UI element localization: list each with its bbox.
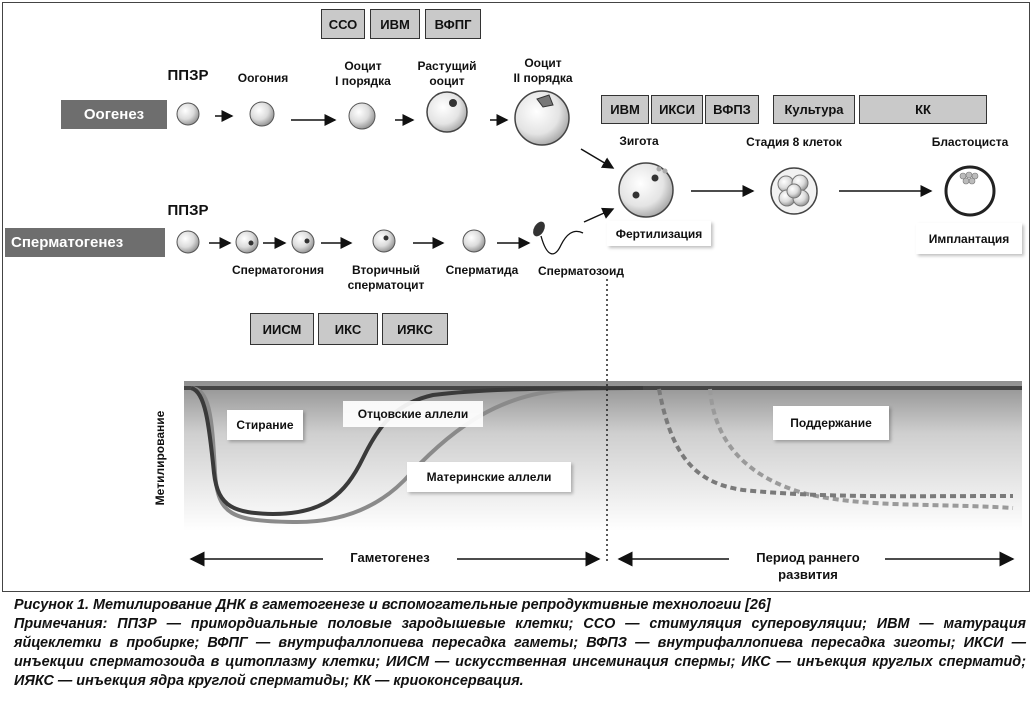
ppzr-cell-icon (176, 102, 200, 126)
tag-iyaks: ИЯКС (382, 313, 448, 345)
tag-culture: Культура (773, 95, 855, 124)
erasure-box: Стирание (227, 410, 303, 440)
ppzr-sperm-cell-icon (176, 230, 200, 254)
tag-ivm-oocyte: ИВМ (370, 9, 420, 39)
tag-iks: ИКС (318, 313, 378, 345)
label-secondary-line2: сперматоцит (347, 278, 425, 292)
zygote-icon (618, 162, 674, 218)
methylation-chart (184, 381, 1022, 531)
fertilization-box: Фертилизация (607, 221, 711, 246)
growing-oocyte-cell-icon (426, 91, 468, 133)
label-eight-cell: Стадия 8 клеток (746, 135, 842, 149)
implantation-box: Имплантация (916, 223, 1022, 254)
oogenesis-band: Оогенез (61, 100, 167, 129)
spermatogenesis-cells (176, 221, 584, 255)
oogenesis-arrows (215, 110, 615, 169)
blastocyst-icon (944, 165, 996, 217)
caption-notes: Примечания: ППЗР — примордиальные половы… (14, 616, 1026, 689)
maintenance-box: Поддержание (773, 406, 889, 440)
figure-caption: Рисунок 1. Метилирование ДНК в гаметоген… (14, 596, 1026, 691)
y-axis-label: Метилирование (153, 410, 167, 506)
oocyte-ii-cell-icon (514, 90, 570, 146)
label-secondary-line1: Вторичный (351, 263, 421, 277)
oogenesis-cells (176, 90, 570, 146)
label-spermatozoon: Сперматозоид (537, 264, 625, 278)
tag-iism: ИИСМ (250, 313, 314, 345)
spermatogonia-cell-b-icon (291, 230, 315, 254)
label-growing-line1: Растущий (417, 59, 477, 73)
spermatogenesis-band: Сперматогенез (5, 228, 165, 257)
gametogenesis-label: Гаметогенез (350, 550, 430, 565)
label-spermatid: Сперматида (445, 263, 519, 277)
spermatogonia-cell-a-icon (235, 230, 259, 254)
embryo-stages (618, 162, 996, 218)
secondary-spermatocyte-cell-icon (372, 229, 396, 253)
label-zygote: Зигота (619, 134, 659, 148)
label-oocyte-ii-line2: II порядка (513, 71, 573, 85)
label-oocyte-i-line2: I порядка (335, 74, 391, 88)
paternal-label: Отцовские аллели (343, 401, 483, 427)
early-period-line1: Период раннего (756, 550, 860, 565)
paternal-allele-curve (190, 386, 644, 517)
tag-ivm-zygote: ИВМ (601, 95, 649, 124)
label-oogonia: Оогония (237, 71, 289, 85)
label-growing-line2: ооцит (429, 74, 465, 88)
oogonia-cell-icon (249, 101, 275, 127)
label-spermatogonia: Сперматогония (232, 263, 324, 277)
tag-kk: КК (859, 95, 987, 124)
figure-panel: ССО ИВМ ВФПГ ИВМ ИКСИ ВФПЗ Культура КК И… (2, 2, 1030, 592)
label-oocyte-ii-line1: Ооцит (524, 56, 562, 70)
caption-title: Рисунок 1. Метилирование ДНК в гаметоген… (14, 597, 771, 613)
oocyte-i-cell-icon (348, 102, 376, 130)
spermatid-cell-icon (462, 229, 486, 253)
tag-vfpz: ВФПЗ (705, 95, 759, 124)
spermatozoon-icon (533, 221, 545, 237)
maternal-maintenance-dash (708, 388, 1014, 510)
tag-sso: ССО (321, 9, 365, 39)
label-ppzr-top: ППЗР (167, 67, 209, 84)
tag-iksi: ИКСИ (651, 95, 703, 124)
early-period-line2: развития (778, 567, 838, 582)
spermatogenesis-arrows (209, 207, 615, 249)
label-ppzr-bottom: ППЗР (167, 202, 209, 219)
maternal-label: Материнские аллели (407, 462, 571, 492)
tag-vfpg: ВФПГ (425, 9, 481, 39)
label-oocyte-i-line1: Ооцит (344, 59, 382, 73)
label-blastocyst: Бластоциста (931, 135, 1009, 149)
